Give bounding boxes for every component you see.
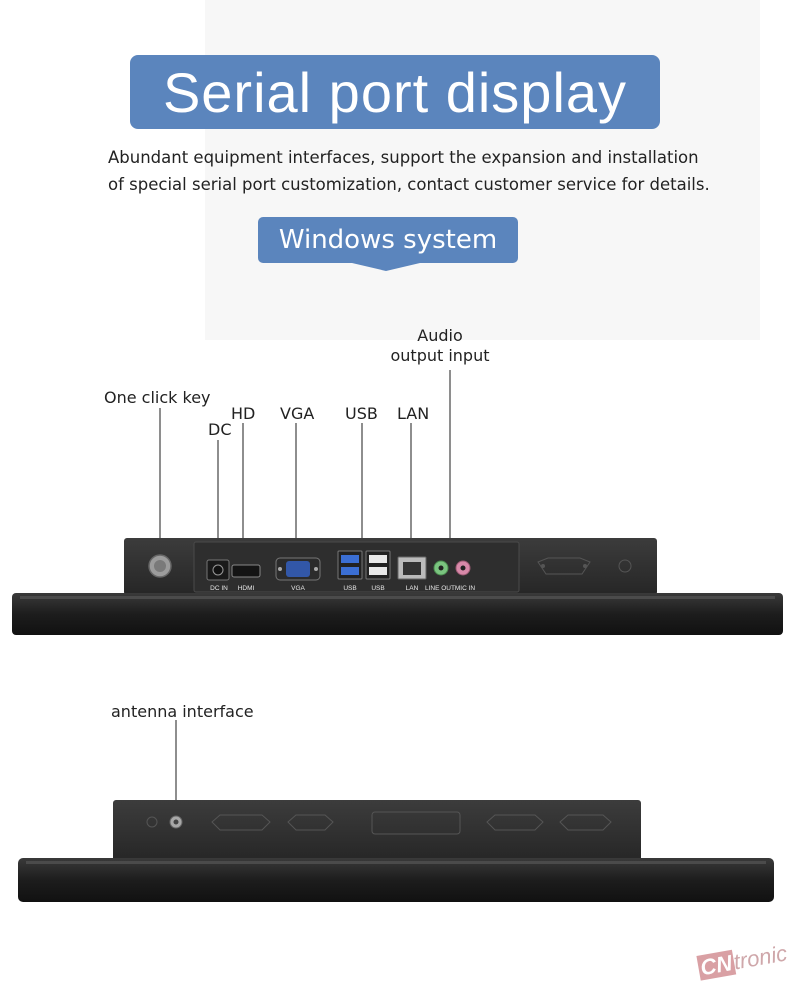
title-banner: Serial port display: [130, 55, 660, 129]
knockout-4-icon: [486, 814, 544, 831]
label-lan: LAN: [397, 404, 430, 423]
subtitle-banner: Windows system: [258, 217, 518, 263]
label-audio-line-2: output input: [390, 346, 490, 365]
label-audio: Audio output input: [380, 326, 500, 366]
port-label-usb-2: USB: [371, 585, 384, 592]
port-label-hdmi: HDMI: [238, 585, 255, 592]
label-dc: DC: [208, 420, 232, 439]
port-label-dc-in: DC IN: [210, 585, 228, 592]
subtitle-arrow-icon: [352, 263, 420, 271]
knockout-5-icon: [559, 814, 612, 831]
top-device-hole-icon: [618, 559, 632, 573]
label-one-click-key: One click key: [104, 388, 211, 407]
description-line-1: Abundant equipment interfaces, support t…: [108, 148, 699, 167]
label-antenna-interface: antenna interface: [111, 702, 254, 721]
label-vga: VGA: [280, 404, 315, 423]
subtitle: Windows system: [278, 225, 498, 255]
page-title: Serial port display: [162, 60, 628, 124]
bottom-device-hole-icon: [146, 816, 158, 828]
port-label-vga: VGA: [291, 585, 305, 592]
description-line-2: of special serial port customization, co…: [108, 175, 710, 194]
knockout-3-icon: [371, 811, 461, 835]
description: Abundant equipment interfaces, support t…: [108, 144, 728, 198]
top-device-frame: [12, 593, 783, 635]
label-hd: HD: [231, 404, 256, 423]
serial-knockout-icon: [537, 557, 591, 575]
port-label-lan: LAN: [406, 585, 419, 592]
port-label-usb-1: USB: [343, 585, 356, 592]
label-audio-line-1: Audio: [417, 326, 463, 345]
knockout-2-icon: [287, 814, 334, 831]
port-label-line-out: LINE OUT: [425, 585, 455, 592]
knockout-1-icon: [211, 814, 271, 831]
port-label-mic-in: MIC IN: [455, 585, 476, 592]
bottom-device-frame: [18, 858, 774, 902]
hdmi-port-icon: [231, 564, 261, 578]
bottom-device-body: [113, 800, 641, 862]
label-usb: USB: [345, 404, 378, 423]
